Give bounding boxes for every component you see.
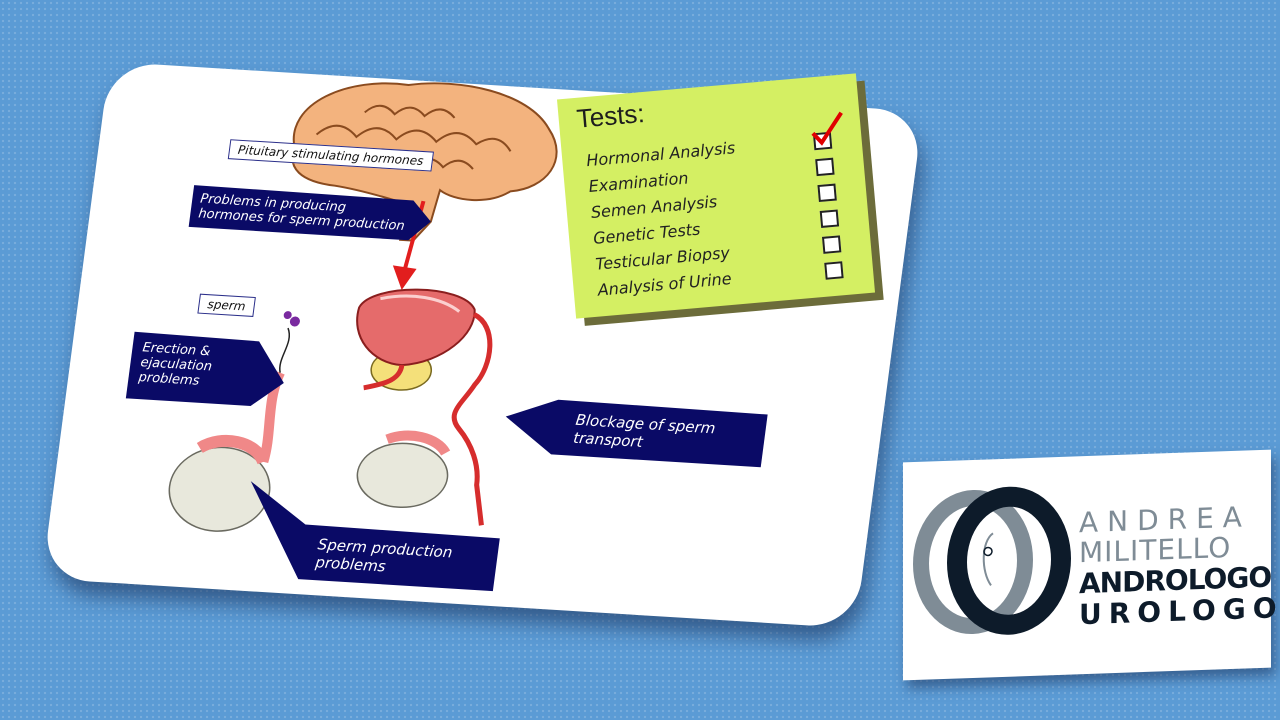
tests-note: Tests: Hormonal Analysis Examination Sem… bbox=[556, 73, 876, 319]
test-item-hormonal: Hormonal Analysis bbox=[585, 138, 736, 171]
blockage-banner bbox=[505, 399, 768, 468]
test-item-biopsy: Testicular Biopsy bbox=[594, 243, 731, 274]
diagram-card: Pituitary stimulating hormones Problems … bbox=[41, 61, 924, 629]
test-item-genetic: Genetic Tests bbox=[592, 219, 702, 248]
test-item-urine: Analysis of Urine bbox=[596, 269, 733, 300]
production-banner bbox=[250, 481, 500, 592]
test-item-semen: Semen Analysis bbox=[590, 191, 718, 222]
test-item-examination: Examination bbox=[587, 168, 690, 197]
reproductive-tract bbox=[356, 288, 493, 526]
checkbox-genetic[interactable] bbox=[819, 209, 840, 228]
checkbox-semen[interactable] bbox=[817, 183, 837, 203]
hormone-problems-banner bbox=[188, 185, 431, 241]
logo-card: ANDREA MILITELLO ANDROLOGO UROLOGO bbox=[903, 449, 1280, 681]
logo-line4: UROLOGO bbox=[1079, 591, 1280, 632]
erection-banner bbox=[125, 331, 284, 406]
anatomy-illustration bbox=[125, 82, 768, 592]
sperm-label: sperm bbox=[197, 293, 256, 317]
checkbox-biopsy[interactable] bbox=[821, 235, 842, 254]
checkmark-icon bbox=[811, 111, 843, 146]
tests-title: Tests: bbox=[575, 97, 646, 134]
checkbox-urine[interactable] bbox=[824, 261, 844, 280]
checkbox-examination[interactable] bbox=[815, 157, 835, 177]
erection-label: Erection & ejaculation problems bbox=[137, 340, 213, 389]
logo-mark-icon bbox=[913, 486, 1071, 635]
